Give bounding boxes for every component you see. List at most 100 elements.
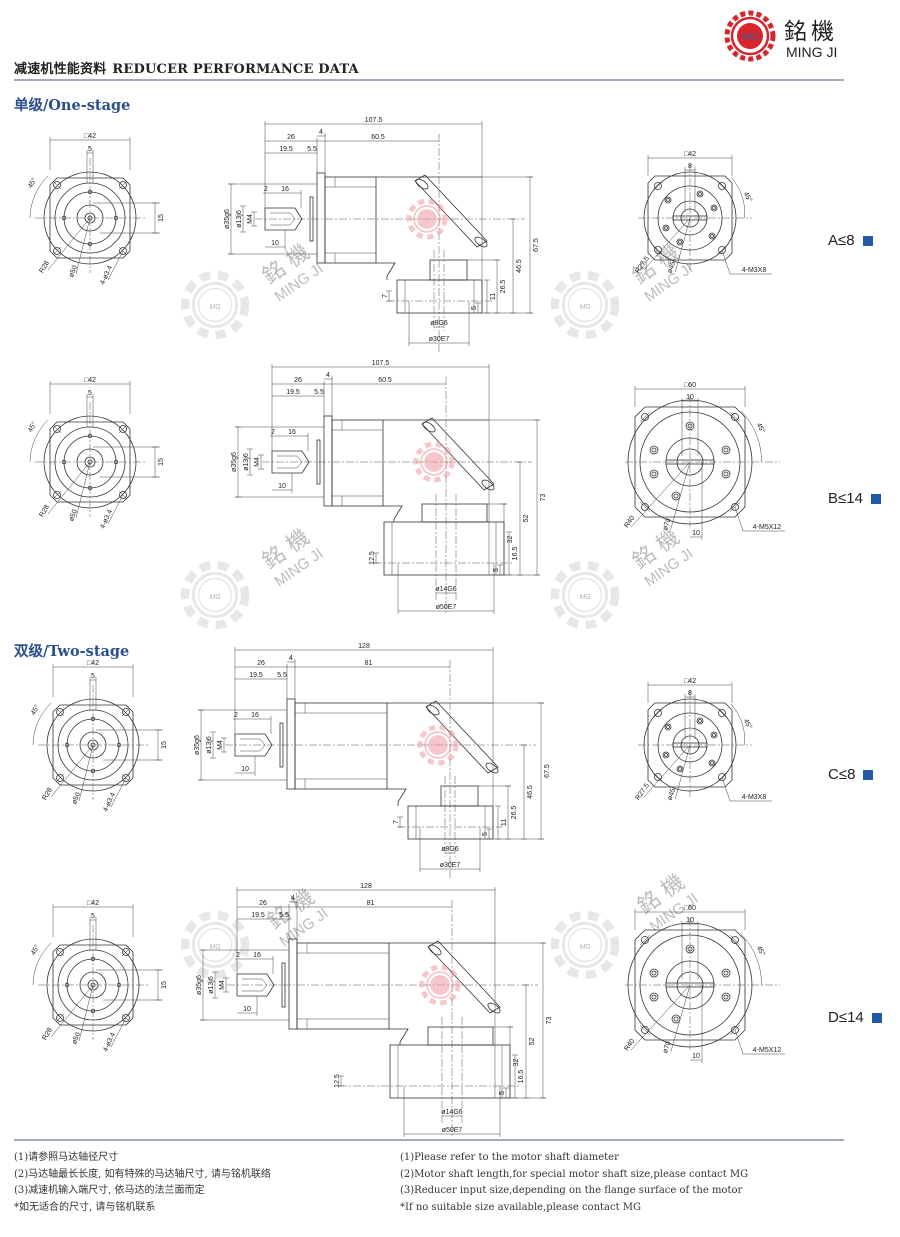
tap-hole-inner — [651, 471, 657, 477]
holes-leader — [734, 1029, 785, 1055]
key-dim-label: 5 — [88, 390, 92, 397]
radius-leader — [50, 984, 94, 1038]
spigot-dim-label: ø50E7 — [436, 604, 457, 611]
h3-dim-label: 32 — [507, 536, 514, 544]
gear-teeth — [180, 270, 250, 340]
watermark-gear-icon: MG — [180, 910, 250, 980]
hole-center — [52, 424, 62, 434]
gear-teeth — [180, 910, 250, 980]
hole-center — [652, 707, 664, 719]
tap-hole — [696, 190, 704, 198]
header-divider — [14, 79, 844, 81]
hole-center — [52, 490, 62, 500]
tube-end — [428, 944, 442, 956]
d16-dim-label: 16 — [253, 952, 261, 959]
tap-hole-inner — [698, 192, 702, 196]
holes-label: 4-ø3.4 — [99, 265, 114, 286]
d26-dim-label: 26 — [287, 134, 295, 141]
dia-leader — [75, 217, 91, 275]
d19-dim-label: 19.5 — [249, 672, 263, 679]
tap-hole — [710, 731, 718, 739]
motor-flange — [288, 938, 298, 1030]
tap-hole-inner — [664, 226, 668, 230]
section-title-two-stage: 双级/Two-stage — [14, 643, 130, 660]
spigot-dim-label: ø30E7 — [429, 336, 450, 343]
holes-leader — [110, 777, 127, 808]
shaft-dim-label: ø13j6 — [208, 976, 215, 994]
h5-dim-label: 5 — [471, 306, 478, 310]
watermark-gear-icon: MG — [550, 560, 620, 630]
h6-dim-label: 12.5 — [334, 1074, 341, 1088]
holes-label: 4-ø3.4 — [99, 509, 114, 530]
gear-teeth — [419, 964, 461, 1006]
thread-dim-label: M4 — [217, 740, 224, 750]
mounting-hole — [731, 1026, 739, 1034]
row-label-text: D≤14 — [828, 1009, 864, 1026]
angle-arc — [29, 419, 49, 463]
square-dim-label: □42 — [87, 900, 99, 907]
gear-ring — [420, 448, 448, 476]
gear-teeth — [406, 198, 448, 240]
h5-dim-label: 5 — [493, 568, 500, 572]
shaft-dim-label: ø13j6 — [243, 453, 250, 471]
square-dim-label: □42 — [684, 151, 696, 158]
tap-hole — [113, 215, 119, 221]
radius-label: R40 — [623, 515, 636, 530]
output-neck — [421, 503, 488, 523]
hole-center — [729, 934, 741, 946]
watermark-gear-icon — [406, 198, 448, 240]
bolt-hole — [122, 1014, 130, 1022]
shaft-dim-label: ø13j6 — [236, 210, 243, 228]
tap-hole-inner — [698, 719, 702, 723]
dia-label: ø70 — [662, 1041, 673, 1055]
h6-dim-label: 7 — [393, 820, 400, 824]
row-label-text: B≤14 — [828, 490, 863, 507]
logo-text-cn: 銘機 — [784, 19, 838, 45]
h4-dim-label: 11 — [501, 819, 508, 826]
tap-hole-inner — [710, 761, 714, 765]
radius-leader — [47, 461, 91, 515]
mounting-hole — [654, 709, 662, 717]
note-en: (3)Reducer input size,depending on the f… — [400, 1185, 743, 1196]
h4-dim-label: 11 — [490, 293, 497, 300]
bolt-hole — [122, 708, 130, 716]
flange-square — [634, 929, 746, 1041]
body-length-dim-label: 81 — [365, 660, 373, 667]
h1-dim-label: 67.5 — [544, 764, 551, 778]
h4-dim-label: 16.5 — [512, 547, 519, 561]
gear-logo-icon: MG — [724, 10, 776, 62]
radius-label: R40 — [623, 1038, 636, 1053]
gear-teeth — [180, 560, 250, 630]
tap-hole-inner — [712, 206, 716, 210]
bolt-hole — [56, 708, 64, 716]
reducer-body — [294, 702, 388, 790]
tap-hole — [662, 751, 670, 759]
flange-square — [52, 704, 134, 786]
blue-square-marker-icon — [863, 769, 874, 780]
watermark-gear-icon: MG — [550, 270, 620, 340]
pilot-dim-label: ø35g6 — [231, 452, 238, 472]
note-cn: (3)减速机输入端尺寸, 依马达的法兰面而定 — [14, 1185, 205, 1196]
note-cn: *如无适合的尺寸, 请与铭机联系 — [14, 1201, 156, 1213]
hole-center — [716, 707, 728, 719]
tap-hole-inner — [710, 234, 714, 238]
radius-leader — [643, 744, 691, 798]
tap-hole — [113, 459, 119, 465]
tap-hole — [708, 759, 716, 767]
gear-teeth — [550, 910, 620, 980]
key-dim-label: 8 — [688, 690, 692, 697]
diagonal-tube — [427, 940, 501, 1014]
tap-hole — [664, 723, 672, 731]
reducer-body — [331, 419, 384, 507]
dia-label: ø45 — [667, 788, 678, 802]
tube-end — [426, 704, 440, 716]
input-shaft — [236, 973, 275, 997]
hole-center — [55, 947, 65, 957]
hole-center — [639, 934, 651, 946]
h2-dim-label: 46.5 — [527, 785, 534, 799]
square-dim-label: □60 — [684, 905, 696, 912]
